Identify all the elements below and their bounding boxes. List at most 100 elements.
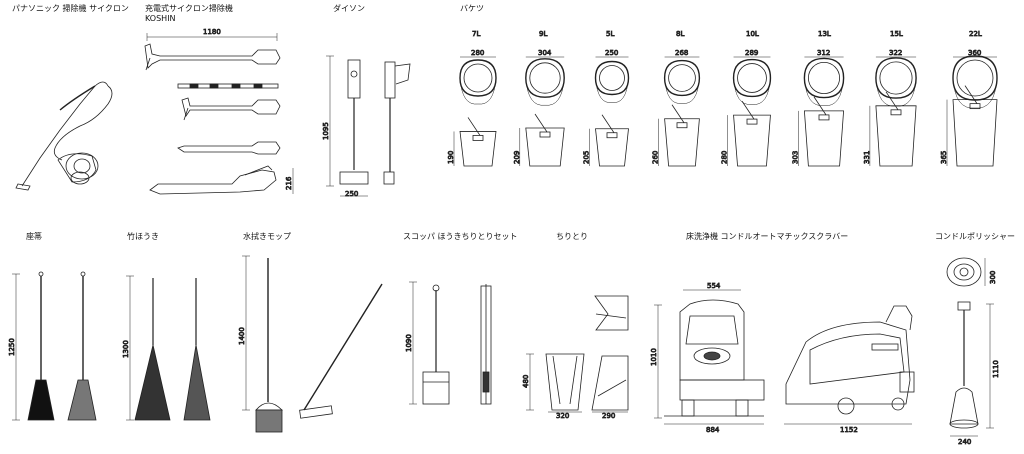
- bucket-handle: [664, 77, 700, 104]
- bucket-side: [664, 118, 700, 167]
- bucket-side: [803, 110, 845, 167]
- bucket-volume-label: 22L: [969, 30, 982, 38]
- bucket-side-handle: [601, 114, 615, 133]
- bucket-1: 9L 304 209: [512, 30, 565, 167]
- bucket-height-label: 365: [940, 151, 948, 164]
- dustpan-width-a-label: 320: [556, 412, 569, 420]
- bucket-top-inner: [668, 64, 696, 92]
- bucket-side: [459, 131, 497, 167]
- polisher-width-label: 240: [958, 438, 971, 446]
- bucket-side-handle: [741, 100, 755, 120]
- bucket-side-handle: [671, 104, 685, 123]
- bucket-width-label: 289: [745, 49, 758, 57]
- bucket-volume-label: 10L: [746, 30, 759, 38]
- bucket-side-handle: [885, 91, 899, 111]
- bucket-side: [875, 105, 917, 167]
- dustpan-set: 1090: [405, 281, 492, 405]
- bucket-volume-label: 8L: [676, 30, 684, 38]
- bucket-width-label: 280: [471, 49, 484, 57]
- bucket-top-rim: [732, 58, 772, 98]
- bucket-height-label: 205: [583, 151, 591, 164]
- floor-scrubber: 554 1010 884 1152: [650, 282, 915, 434]
- bucket-height-label: 331: [863, 151, 871, 164]
- bucket-top-rim: [663, 59, 701, 97]
- broom: 1250: [8, 271, 97, 421]
- bucket-side: [733, 114, 771, 167]
- bucket-width-label: 304: [538, 49, 552, 57]
- bucket-width-label: 322: [889, 49, 902, 57]
- bucket-top-inner: [737, 63, 767, 93]
- bucket-top-inner: [599, 65, 625, 91]
- broom-title: 座箒: [26, 232, 42, 241]
- mop: 1400: [238, 255, 383, 433]
- dustpan-title: ちりとり: [556, 232, 588, 241]
- dyson-title: ダイソン: [333, 4, 365, 13]
- koshin-brand: KOSHIN: [145, 14, 176, 23]
- dustpan-set-title: スコッパ ほうきちりとりセット: [403, 232, 518, 241]
- bucket-handle: [595, 77, 629, 103]
- bucket-label-plate: [472, 135, 484, 141]
- dyson-vacuum: 1095 250: [322, 55, 411, 198]
- bucket-top-rim: [594, 60, 630, 96]
- bucket-volume-label: 7L: [472, 30, 480, 38]
- bucket-top-inner: [879, 61, 913, 95]
- bucket-4: 10L 289 280: [720, 30, 772, 167]
- bucket-label-plate: [606, 132, 618, 139]
- bucket-label-plate: [890, 109, 902, 116]
- mop-height-label: 1400: [238, 327, 246, 345]
- koshin-height-label: 216: [285, 176, 293, 190]
- bucket-handle: [875, 77, 917, 107]
- bucket-side: [595, 128, 629, 167]
- bucket-volume-label: 13L: [818, 30, 831, 38]
- bucket-top-inner: [808, 62, 841, 95]
- polisher-title: コンドルポリッシャー: [935, 232, 1015, 241]
- bamboo-broom-title: 竹ほうき: [127, 232, 159, 241]
- polisher: 300 1110 240: [946, 257, 1000, 446]
- bucket-handle: [733, 77, 771, 105]
- bucket-side: [525, 127, 565, 167]
- bucket-label-plate: [818, 114, 830, 121]
- bucket-height-label: 280: [721, 151, 729, 164]
- scrubber-title: 床洗浄機 コンドルオートマチックスクラバー: [686, 232, 849, 241]
- polisher-top-label: 300: [989, 271, 997, 284]
- bucket-side: [952, 99, 998, 167]
- bucket-top-inner: [529, 62, 561, 94]
- bamboo-broom: 1300: [122, 275, 211, 421]
- dyson-width-label: 250: [345, 190, 358, 198]
- mop-title: 水拭きモップ: [243, 232, 291, 241]
- koshin-title: 充電式サイクロン掃除機: [145, 4, 233, 13]
- bucket-volume-label: 5L: [606, 30, 614, 38]
- bucket-label-plate: [676, 122, 688, 129]
- bucket-volume-label: 9L: [539, 30, 547, 38]
- bucket-2: 5L 250 205: [582, 30, 630, 167]
- bucket-side-handle: [964, 85, 978, 104]
- bucket-top-rim: [952, 55, 998, 101]
- bucket-handle: [459, 77, 497, 105]
- koshin-length-label: 1180: [203, 28, 221, 36]
- bucket-top-inner: [463, 63, 493, 93]
- dustpan: 480 320 290: [522, 295, 629, 420]
- panasonic-title: パナソニック 掃除機 サイクロン: [12, 4, 129, 13]
- bucket-width-label: 250: [605, 49, 618, 57]
- bucket-width-label: 312: [817, 49, 830, 57]
- bucket-side-handle: [534, 113, 548, 133]
- bucket-height-label: 190: [447, 151, 455, 164]
- bucket-top-rim: [525, 58, 565, 98]
- scrubber-width-label: 884: [706, 426, 720, 434]
- bucket-label-plate: [746, 118, 758, 125]
- bucket-height-label: 209: [513, 151, 521, 164]
- bucket-title: バケツ: [460, 4, 484, 13]
- bucket-label-plate: [539, 131, 551, 138]
- scrubber-length-label: 1152: [840, 426, 858, 434]
- bucket-handle: [804, 77, 844, 106]
- dustpan-height-label: 480: [522, 375, 530, 388]
- bucket-top-rim: [459, 59, 497, 97]
- bucket-side-handle: [813, 96, 827, 116]
- bucket-height-label: 260: [652, 151, 660, 164]
- dyson-height-label: 1095: [322, 122, 330, 140]
